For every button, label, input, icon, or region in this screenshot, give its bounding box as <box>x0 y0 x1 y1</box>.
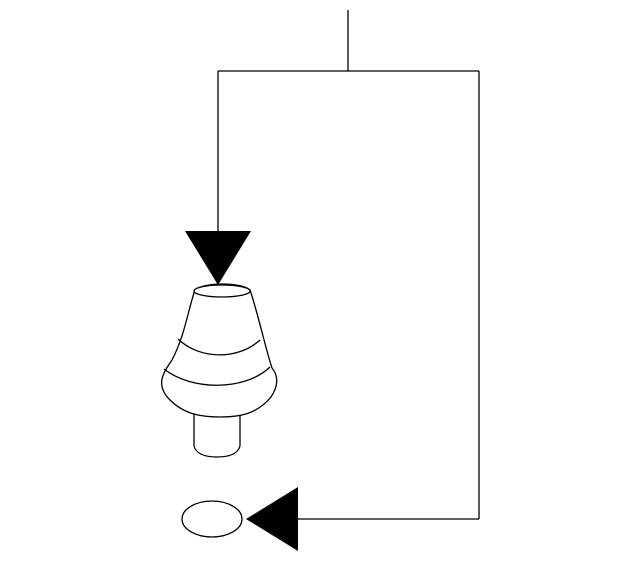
oval-part-icon <box>181 500 243 538</box>
bell-part-band-upper <box>177 338 261 356</box>
arrow-down-icon <box>185 231 251 285</box>
bell-part-body <box>161 283 278 418</box>
bell-part-stem <box>193 411 241 458</box>
connector-lines <box>217 10 480 520</box>
arrow-left-icon <box>246 487 298 551</box>
bell-shaped-part-icon <box>161 283 278 458</box>
bell-part-top-rim <box>193 284 251 298</box>
bell-part-band-lower <box>163 366 271 386</box>
